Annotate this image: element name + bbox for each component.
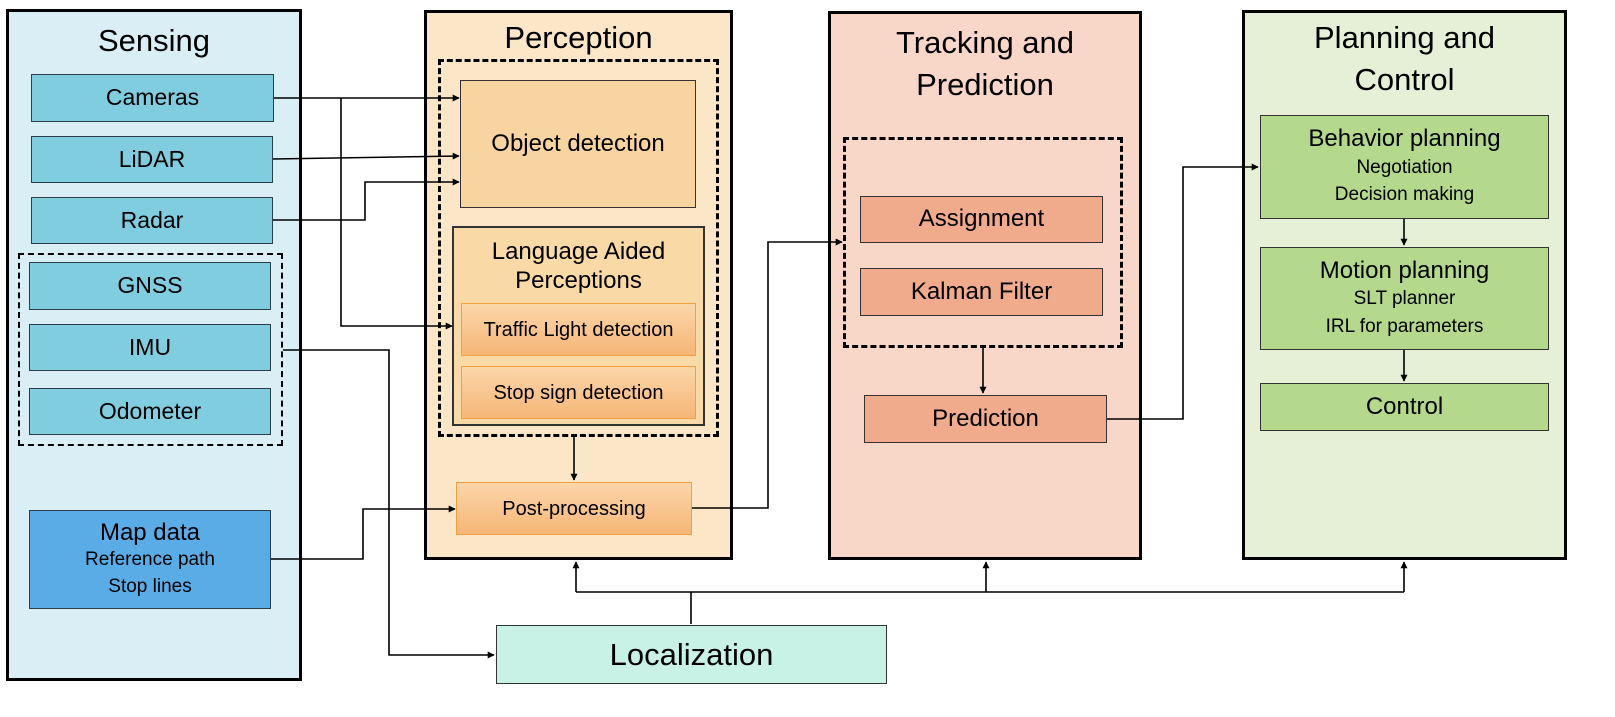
tracking-title-line1: Tracking and <box>895 25 1075 60</box>
sensing-title: Sensing <box>97 23 211 58</box>
line-localization-bus <box>576 591 1404 624</box>
behavior-planning-title: Behavior planning <box>1308 125 1501 153</box>
perception-title: Perception <box>504 20 653 55</box>
motion-planning-box: Motion planning SLT planner IRL for para… <box>1260 247 1549 350</box>
planning-title-line2: Control <box>1354 62 1455 97</box>
behavior-planning-line1: Negotiation <box>1356 156 1453 178</box>
object-detection-box: Object detection <box>460 80 696 208</box>
language-aided-line2: Perceptions <box>515 266 642 294</box>
stop-sign-detection-box: Stop sign detection <box>461 366 696 419</box>
localization-box: Localization <box>496 625 887 684</box>
cameras-box: Cameras <box>31 74 274 122</box>
motion-planning-title: Motion planning <box>1319 256 1490 284</box>
control-label: Control <box>1365 392 1444 420</box>
behavior-planning-line2: Decision making <box>1334 184 1475 206</box>
odometer-box: Odometer <box>29 388 271 435</box>
localization-sensors-group <box>18 253 283 446</box>
gnss-box: GNSS <box>29 262 271 310</box>
map-data-title: Map data <box>99 518 201 546</box>
assignment-box: Assignment <box>860 196 1103 243</box>
language-aided-line1: Language Aided <box>491 238 666 265</box>
lidar-box: LiDAR <box>31 136 273 183</box>
kalman-filter-box: Kalman Filter <box>860 268 1103 316</box>
imu-box: IMU <box>29 324 271 371</box>
motion-planning-line2: IRL for parameters <box>1325 315 1484 337</box>
radar-box: Radar <box>31 197 273 244</box>
planning-title-line1: Planning and <box>1314 20 1495 55</box>
behavior-planning-box: Behavior planning Negotiation Decision m… <box>1260 115 1549 219</box>
prediction-box: Prediction <box>864 395 1107 443</box>
control-box: Control <box>1260 383 1549 431</box>
map-data-line2: Stop lines <box>108 575 192 597</box>
motion-planning-line1: SLT planner <box>1353 288 1456 310</box>
planning-title: Planning and Control <box>1245 17 1564 101</box>
tracking-title-line2: Prediction <box>916 67 1054 102</box>
map-data-box: Map data Reference path Stop lines <box>29 510 271 609</box>
map-data-line1: Reference path <box>85 549 215 571</box>
tracking-title: Tracking and Prediction <box>831 22 1139 106</box>
post-processing-box: Post-processing <box>456 482 692 535</box>
traffic-light-detection-box: Traffic Light detection <box>461 303 696 356</box>
